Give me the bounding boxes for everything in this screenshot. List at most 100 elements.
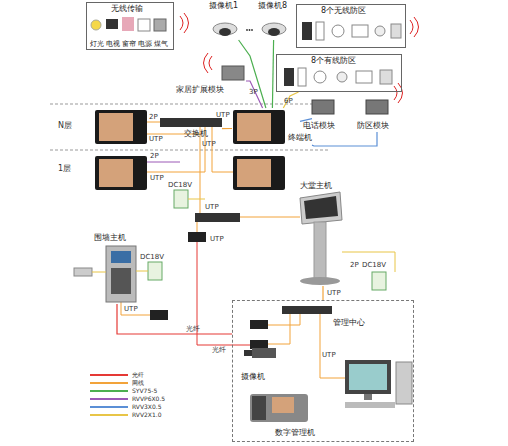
wire — [342, 252, 395, 272]
camera-node: 摄像机8 — [254, 2, 294, 40]
node-label: 8个无线防区 — [321, 7, 366, 15]
wireless-signal — [414, 17, 419, 37]
wire — [268, 314, 300, 325]
wireless-signal — [204, 53, 209, 73]
sensor-icon — [380, 70, 392, 84]
cable-connector — [300, 119, 312, 122]
lobby-unit-node: 大堂主机 — [292, 180, 354, 286]
item-label: 窗帘 — [122, 41, 136, 48]
gas-valve-icon — [154, 19, 166, 31]
wire-label: UTP — [205, 204, 219, 211]
module-node: 防区模块 — [354, 100, 400, 132]
camera-node: 摄像机1 — [205, 2, 245, 40]
network-switch — [160, 118, 222, 127]
monitor-screen — [99, 159, 133, 187]
node-label: 摄像机 — [241, 373, 265, 381]
cable-connector — [272, 40, 273, 108]
item-label: 电视 — [106, 41, 120, 48]
power-supply — [174, 190, 188, 208]
wire-label: UTP — [149, 136, 163, 143]
wire-label: DC18V — [140, 254, 164, 261]
dome-camera — [213, 23, 237, 35]
wireless-signal — [184, 13, 189, 33]
wire — [212, 127, 233, 172]
keyboard — [345, 402, 395, 408]
wire-label: 3P — [249, 89, 258, 96]
wire — [121, 302, 150, 315]
curtain-icon — [122, 17, 134, 31]
wire-label: DC18V — [168, 182, 192, 189]
item-label: 灯光 — [90, 41, 104, 48]
wire — [147, 122, 160, 123]
wall-panel — [106, 246, 136, 302]
wire-label: UTP — [327, 290, 341, 297]
power-supply — [372, 272, 386, 290]
wire-label: UTP — [322, 352, 336, 359]
wire — [188, 199, 205, 200]
wall-unit-node: 围墙主机 — [92, 232, 142, 304]
media-converter — [250, 340, 268, 349]
legend-line-sample — [90, 390, 128, 392]
sensor-icon — [314, 71, 326, 83]
node-label: 家居扩展模块 — [176, 86, 224, 94]
kiosk-head — [300, 192, 342, 224]
cable-connector — [312, 132, 377, 146]
legend-text: RVV2X1.0 — [132, 412, 162, 418]
item-label: 煤气 — [154, 41, 168, 48]
ellipsis-dot — [249, 29, 251, 31]
legend-line-sample — [90, 382, 128, 384]
ellipsis-dot — [246, 29, 248, 31]
kiosk-screen — [304, 196, 338, 219]
zone-module — [366, 100, 388, 114]
monitor-screen — [237, 159, 271, 187]
wire-label: DC18V — [362, 262, 386, 269]
node-label: 摄像机1 — [209, 2, 238, 10]
lamp-icon — [91, 20, 101, 30]
monitor-frame — [95, 110, 147, 144]
sensor-icon — [337, 72, 347, 82]
sensor-icon — [298, 68, 306, 86]
wire — [200, 134, 201, 213]
wire — [197, 222, 198, 232]
phone-handset — [252, 396, 266, 420]
legend-text: RVV3X0.5 — [132, 404, 162, 410]
cable-connector — [283, 92, 298, 108]
camera-node: 摄像机 — [237, 345, 297, 385]
legend-line-sample — [90, 406, 128, 408]
node-label: 大堂主机 — [300, 182, 332, 190]
sensor-icon — [284, 68, 294, 86]
fiber-wire — [197, 242, 250, 345]
zone-group: 8个无线防区 — [296, 4, 406, 48]
node-label: 终端机 — [288, 134, 312, 142]
node-label: 摄像机8 — [258, 2, 287, 10]
monitor-frame — [233, 156, 285, 190]
wire-label: UTP — [124, 306, 138, 313]
wire — [92, 272, 106, 273]
wire — [240, 217, 300, 218]
dome-camera-lens — [268, 28, 280, 36]
legend-text: 光纤 — [132, 372, 144, 378]
wire — [268, 314, 290, 344]
terminal-node: 终端机 — [232, 108, 312, 148]
wire-label: 6P — [284, 98, 293, 105]
sensor-icon — [332, 25, 344, 37]
dome-camera-lens — [219, 28, 231, 36]
media-converter — [188, 232, 206, 242]
panel-keypad — [111, 268, 131, 294]
socket-icon — [138, 19, 150, 31]
wireless-signal — [180, 16, 183, 30]
management-phone-node: 数字管理机 — [245, 391, 335, 441]
wire-label: 2P — [150, 153, 159, 160]
legend-line-sample — [90, 414, 128, 416]
phone-module — [312, 100, 334, 114]
computer-screen — [349, 364, 387, 390]
wire-label: 1层 — [58, 165, 71, 173]
legend-line-sample — [90, 374, 128, 376]
sensor-icon — [316, 22, 324, 40]
wire-label: UTP — [216, 112, 230, 119]
camera-lens — [244, 350, 252, 356]
kiosk-base — [300, 277, 340, 285]
wireless-signal — [394, 86, 397, 100]
legend-text: 网线 — [132, 380, 144, 386]
